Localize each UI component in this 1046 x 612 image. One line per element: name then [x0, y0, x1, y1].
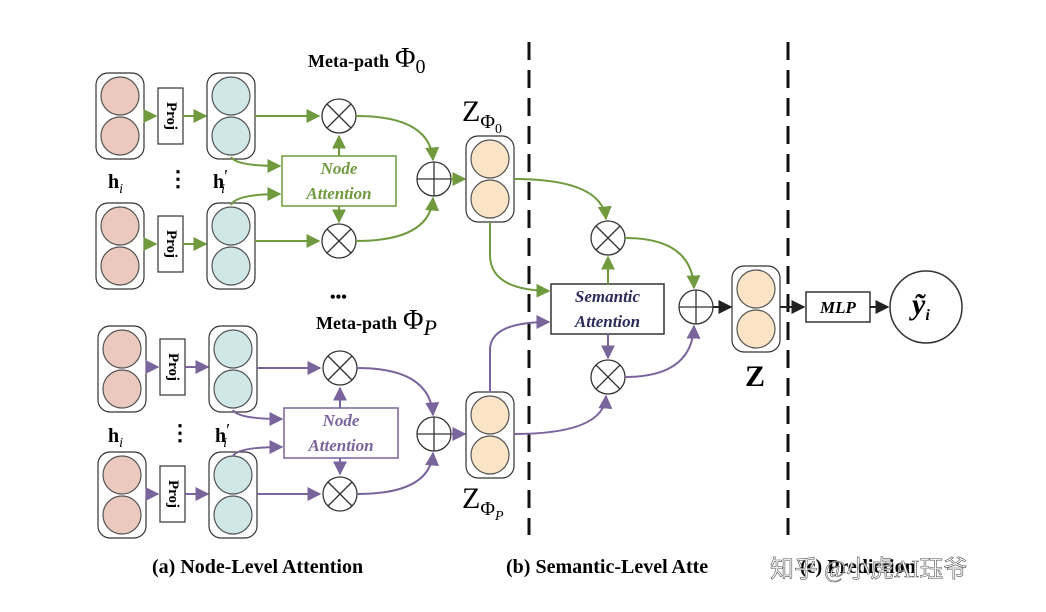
h-prime-vector-cell	[213, 495, 253, 535]
output-label: ỹi	[909, 288, 930, 324]
prediction: MLP ỹi	[780, 270, 963, 344]
z-vector-cell	[736, 269, 776, 309]
proj-label: Proj	[163, 230, 179, 258]
node-attention-label: Attention	[307, 436, 373, 455]
semantic-attention-box	[550, 283, 665, 335]
z-phi-0-label: ZΦ0	[462, 95, 502, 137]
h-vector-cell	[102, 329, 142, 369]
h-prime-vector-cell	[211, 76, 251, 116]
h-prime-vector-cell	[213, 329, 253, 369]
mlp-box	[805, 291, 871, 323]
h-prime-vector-cell	[213, 369, 253, 409]
z-vector-cell	[470, 139, 510, 179]
proj-box	[157, 87, 184, 145]
proj-label: Proj	[165, 353, 181, 381]
vertical-ellipsis: ⋮	[169, 420, 191, 445]
z-phi-p-label: ZΦP	[462, 482, 504, 524]
h-prime-i-label: h′i	[213, 166, 228, 197]
z-vector-cell	[470, 435, 510, 475]
vertical-ellipsis: ⋮	[167, 166, 189, 191]
h-prime-vector-cell	[211, 206, 251, 246]
caption-node-level: (a) Node-Level Attention	[152, 556, 363, 578]
z-vector-cell	[470, 179, 510, 219]
h-vector-cell	[100, 116, 140, 156]
h-prime-vector-cell	[211, 246, 251, 286]
h-prime-i-label: h′i	[215, 420, 230, 451]
node-attention-label: Attention	[305, 184, 371, 203]
h-vector-cell	[100, 246, 140, 286]
proj-label: Proj	[163, 102, 179, 130]
z-vector-cell	[470, 395, 510, 435]
semantic-attention-label: Attention	[574, 312, 640, 331]
node-attention-box	[283, 407, 399, 459]
watermark: 知乎 @小虎AI珏爷	[770, 556, 967, 583]
h-i-label: hi	[108, 171, 123, 197]
h-vector-cell	[102, 455, 142, 495]
caption-semantic-level: (b) Semantic-Level Atte	[506, 556, 708, 578]
node-attention-label: Node	[320, 159, 358, 178]
semantic-level-attention: Semantic Attention Z	[489, 178, 781, 435]
mlp-label: MLP	[819, 298, 857, 317]
h-vector-cell	[102, 495, 142, 535]
proj-label: Proj	[165, 480, 181, 508]
h-vector-cell	[102, 369, 142, 409]
h-vector-cell	[100, 76, 140, 116]
h-i-label: hi	[108, 425, 123, 451]
proj-box	[159, 338, 186, 396]
semantic-attention-label: Semantic	[575, 287, 641, 306]
z-final-label: Z	[745, 360, 765, 393]
z-vector-cell	[736, 309, 776, 349]
h-vector-cell	[100, 206, 140, 246]
output-node	[889, 270, 963, 344]
middle-ellipsis: •••	[330, 289, 347, 306]
proj-box	[159, 465, 186, 523]
caption-prediction: (c) Prediction	[800, 556, 916, 578]
proj-box	[157, 215, 184, 273]
h-prime-vector-cell	[211, 116, 251, 156]
node-attention-label: Node	[322, 411, 360, 430]
h-prime-vector-cell	[213, 455, 253, 495]
